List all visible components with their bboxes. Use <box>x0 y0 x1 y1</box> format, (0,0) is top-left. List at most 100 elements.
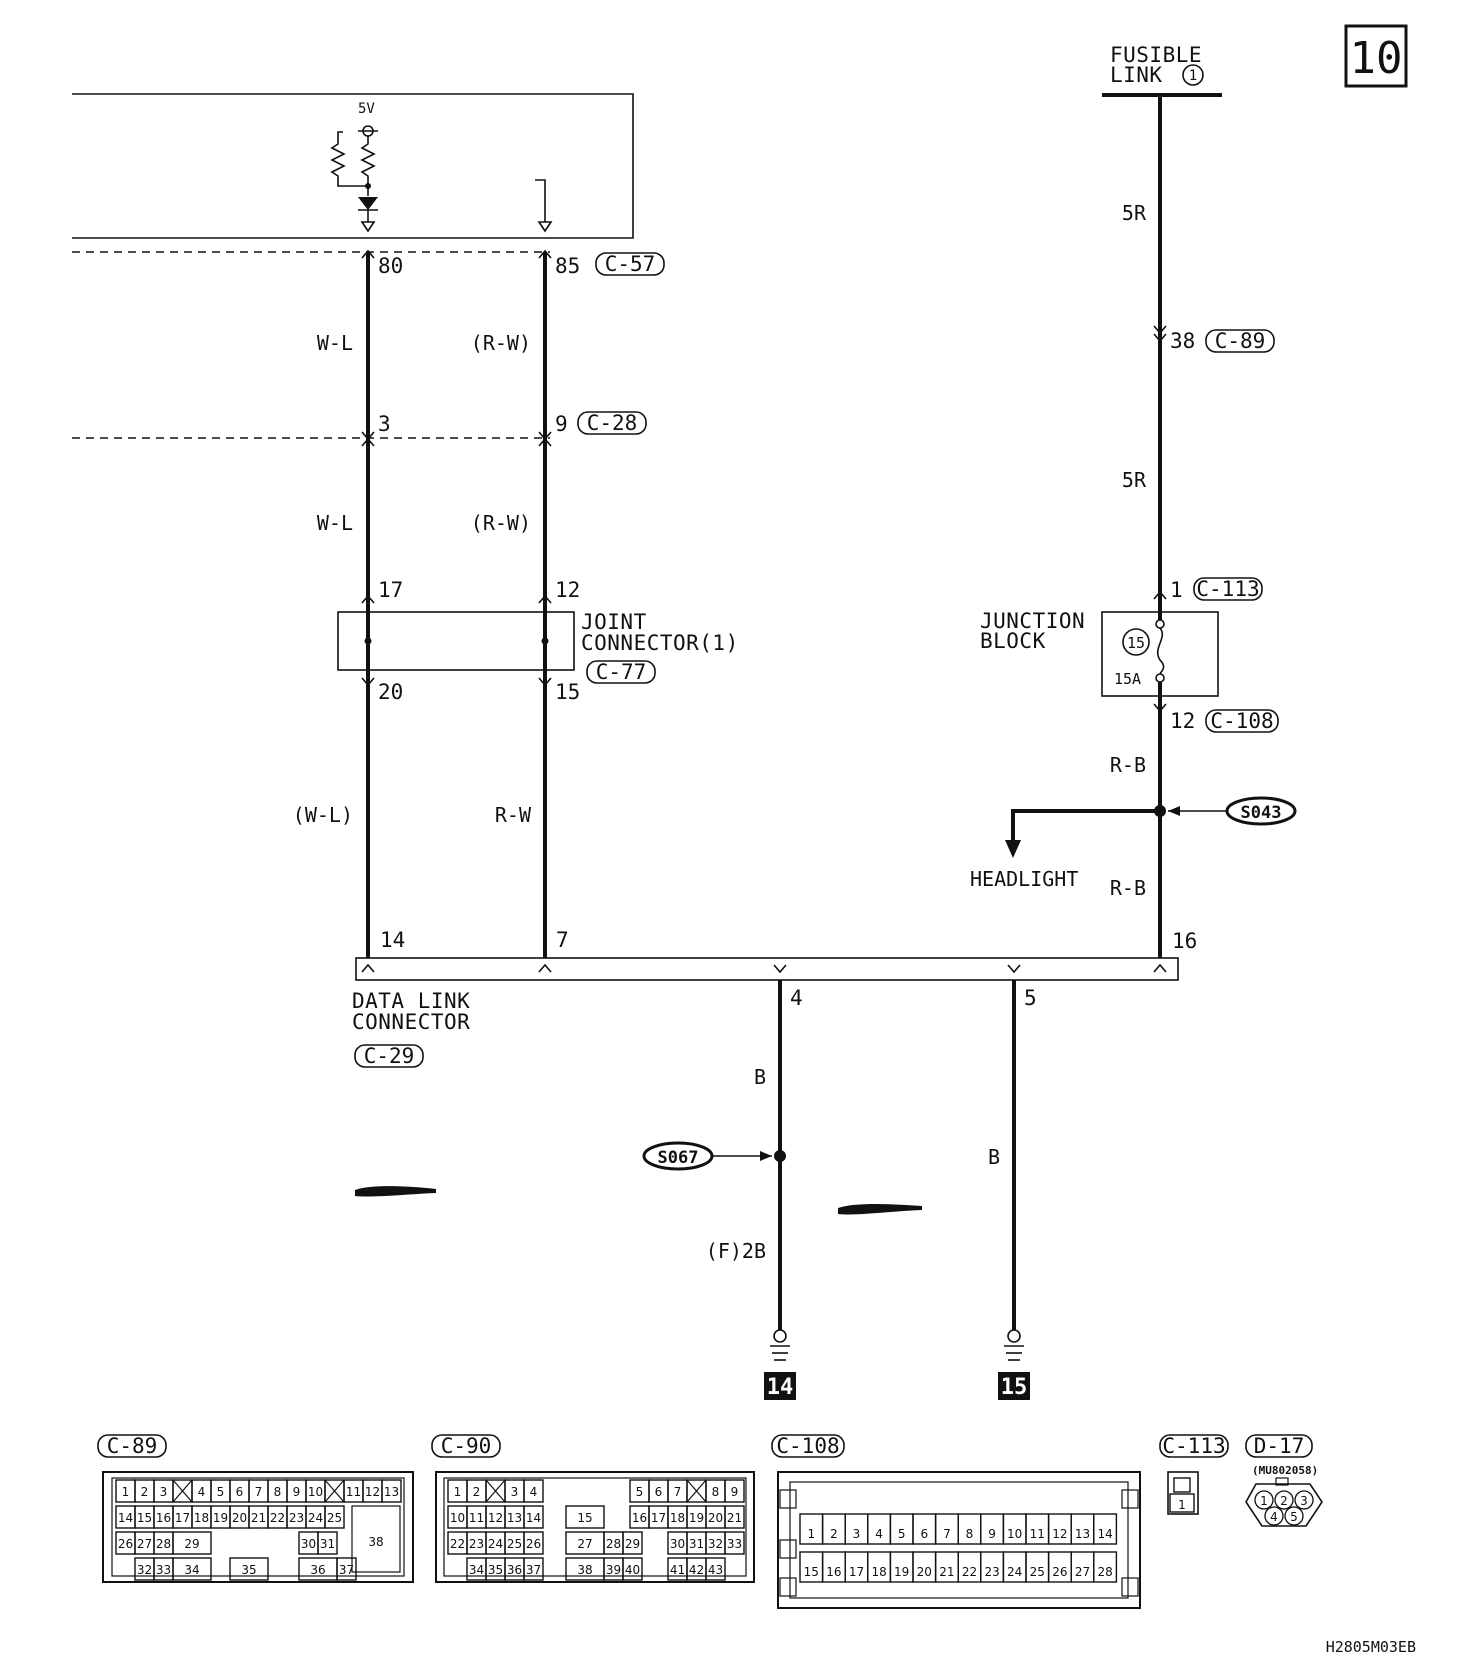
wire-label-wl-1: W-L <box>317 331 353 355</box>
wire-label-rw-3: R-W <box>495 803 532 827</box>
junction-block-label: JUNCTION <box>980 609 1085 633</box>
pin-number: 18 <box>871 1565 886 1579</box>
pin-number: 24 <box>488 1537 503 1551</box>
pin-number: 21 <box>251 1511 266 1525</box>
pin-number: 13 <box>384 1485 399 1499</box>
pin-number: 39 <box>606 1563 621 1577</box>
pin-number: 5 <box>636 1485 644 1499</box>
pin-number: 5 <box>1290 1510 1298 1524</box>
pin-number: 5 <box>898 1527 906 1541</box>
pin-number: 14 <box>1097 1527 1112 1541</box>
diagram-code: H2805M03EB <box>1326 1638 1416 1656</box>
pin-number: 32 <box>708 1537 723 1551</box>
pin-number: 17 <box>849 1565 864 1579</box>
pin-5: 5 <box>1024 986 1037 1010</box>
connector-c29-badge <box>354 1044 424 1068</box>
pin-number: 4 <box>1270 1510 1278 1524</box>
pin-number: 8 <box>712 1485 720 1499</box>
pin-number: 22 <box>270 1511 285 1525</box>
connector-c89: C-89 <box>1215 329 1266 353</box>
pin-number: 38 <box>368 1535 383 1549</box>
junction-block-label-2: BLOCK <box>980 629 1046 653</box>
wire-label-5r-2: 5R <box>1122 468 1147 492</box>
pin-number: 26 <box>526 1537 541 1551</box>
ecu-supply-5v: 5V <box>358 101 375 117</box>
connector-c29: C-29 <box>364 1044 415 1068</box>
pin-number: 28 <box>1097 1565 1112 1579</box>
pin-number: 41 <box>670 1563 685 1577</box>
pin-number: 15 <box>577 1511 592 1525</box>
pin-number: 8 <box>274 1485 282 1499</box>
pin-number: 12 <box>488 1511 503 1525</box>
connector-c77: C-77 <box>596 660 647 684</box>
connector-c108-badge <box>1205 709 1279 733</box>
pin-number: 24 <box>308 1511 323 1525</box>
wire-label-rw-1: (R-W) <box>471 331 531 355</box>
wire-label-rw-2: (R-W) <box>471 511 531 535</box>
pin-number: 18 <box>670 1511 685 1525</box>
pin-number: 27 <box>1075 1565 1090 1579</box>
pin-number: 33 <box>156 1563 171 1577</box>
pin-12-c108: 12 <box>1170 709 1195 733</box>
pin-number: 7 <box>255 1485 263 1499</box>
fuse-number: 15 <box>1127 634 1145 652</box>
ground-14-badge <box>764 1372 796 1400</box>
connector-c113: C-113 <box>1196 577 1259 601</box>
pin-number: 11 <box>346 1485 361 1499</box>
pin-number: 35 <box>241 1563 256 1577</box>
pin-number: 1 <box>1260 1494 1268 1508</box>
fusible-link-number: 1 <box>1189 68 1197 84</box>
pin-number: 2 <box>1280 1494 1288 1508</box>
pin-number: 20 <box>917 1565 932 1579</box>
connector-c28-badge <box>577 411 647 435</box>
connector-c108: C-108 <box>1210 709 1273 733</box>
ecu-box <box>72 93 634 239</box>
pin-number: 30 <box>670 1537 685 1551</box>
pin-number: 1 <box>454 1485 462 1499</box>
pin-12: 12 <box>555 578 580 602</box>
pin-number: 25 <box>327 1511 342 1525</box>
joint-connector-box <box>337 611 575 671</box>
pin-number: 38 <box>577 1563 592 1577</box>
pin-number: 1 <box>122 1485 130 1499</box>
pin-number: 25 <box>507 1537 522 1551</box>
pin-number: 33 <box>727 1537 742 1551</box>
pin-number: 29 <box>184 1537 199 1551</box>
pin-number: 24 <box>1007 1565 1022 1579</box>
pin-number: 20 <box>232 1511 247 1525</box>
face-c90: C-90 <box>441 1434 492 1458</box>
face-c113: C-113 <box>1162 1434 1225 1458</box>
pin-number: 37 <box>339 1563 354 1577</box>
pin-number: 9 <box>988 1527 996 1541</box>
pin-number: 2 <box>473 1485 481 1499</box>
pin-number: 10 <box>450 1511 465 1525</box>
face-c89: C-89 <box>107 1434 158 1458</box>
wire-label-rb-2: R-B <box>1110 876 1146 900</box>
pin-number: 3 <box>1300 1494 1308 1508</box>
pin-number: 31 <box>689 1537 704 1551</box>
pin-1: 1 <box>1170 578 1183 602</box>
fuse-number-circle <box>1122 628 1150 656</box>
page-number-box <box>1344 24 1408 88</box>
pin-number: 14 <box>118 1511 133 1525</box>
face-c113-badge <box>1159 1434 1229 1458</box>
pin-number: 7 <box>943 1527 951 1541</box>
pin-number: 17 <box>175 1511 190 1525</box>
wire-label-wl-2: W-L <box>317 511 353 535</box>
pin-number: 26 <box>1052 1565 1067 1579</box>
pin-number: 32 <box>137 1563 152 1577</box>
pin-number: 22 <box>450 1537 465 1551</box>
pin-17: 17 <box>378 578 403 602</box>
pin-number: 34 <box>184 1563 199 1577</box>
pin-number: 16 <box>632 1511 647 1525</box>
pin-number: 4 <box>198 1485 206 1499</box>
pin-number: 7 <box>674 1485 682 1499</box>
pin-38: 38 <box>1170 329 1195 353</box>
pin-number: 9 <box>731 1485 739 1499</box>
pin-number: 3 <box>511 1485 519 1499</box>
fusible-link-label-2: LINK <box>1110 63 1163 87</box>
fusible-link-label: FUSIBLE <box>1110 43 1202 67</box>
pin-number: 36 <box>310 1563 325 1577</box>
